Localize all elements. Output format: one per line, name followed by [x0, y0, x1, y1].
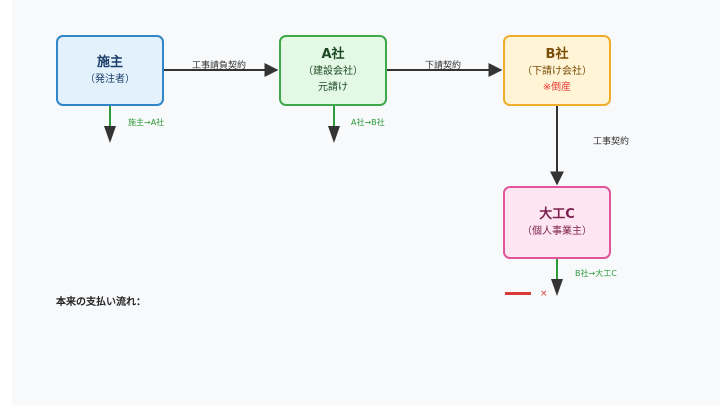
payment-label-client-a: 施主→A社	[128, 118, 165, 127]
payment-label-a-b: A社→B社	[351, 118, 385, 127]
node-c-title: 大工C	[539, 206, 575, 222]
node-company-a: A社 （建設会社） 元請け	[279, 35, 387, 106]
payment-arrowhead-a	[328, 126, 340, 143]
node-client-title: 施主	[96, 54, 123, 70]
edge-label-client-a: 工事請負契約	[192, 61, 247, 71]
legend-broken-mark: ×	[540, 289, 548, 299]
node-b-bankrupt-note: ※倒産	[542, 81, 572, 93]
node-a-role: 元請け	[318, 81, 348, 93]
legend-broken-line	[505, 292, 531, 295]
flow-title: 本来の支払い流れ：	[56, 297, 146, 308]
node-company-b: B社 （下請け会社） ※倒産	[503, 35, 611, 106]
node-a-title: A社	[321, 46, 345, 62]
node-c-sub: （個人事業主）	[522, 225, 592, 237]
payment-label-b-c: B社→大工C	[575, 269, 617, 278]
edge-label-b-c: 工事契約	[593, 137, 630, 147]
node-a-sub: （建設会社）	[303, 65, 363, 77]
node-client: 施主 （発注者）	[56, 35, 164, 106]
node-b-title: B社	[545, 46, 569, 62]
node-b-sub: （下請け会社）	[522, 65, 592, 77]
payment-arrowhead-client	[104, 126, 116, 143]
node-client-sub: （発注者）	[85, 73, 135, 85]
payment-arrowhead-b	[551, 279, 563, 296]
edge-label-a-b: 下請契約	[425, 61, 462, 71]
node-carpenter-c: 大工C （個人事業主）	[503, 186, 611, 259]
